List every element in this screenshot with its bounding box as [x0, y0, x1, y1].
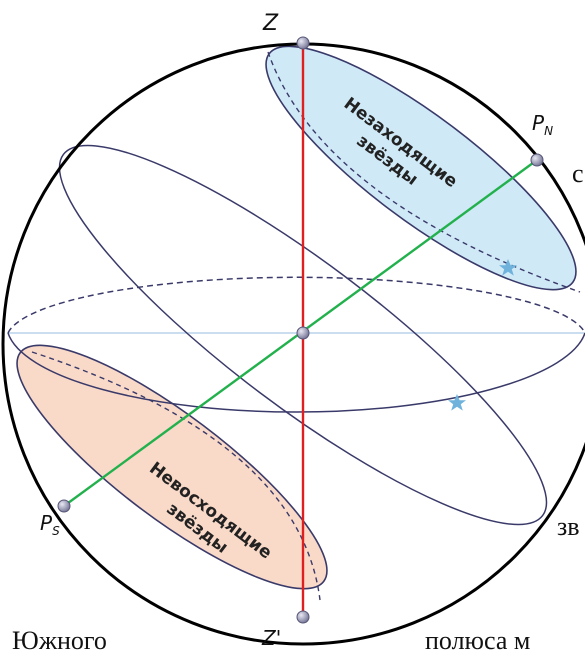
south-pole-label: PS: [40, 511, 60, 538]
nadir-point: [296, 610, 310, 624]
doc-text-bottom-left: Южного: [12, 626, 107, 652]
nadir-label: Z': [261, 626, 281, 650]
never-rising-zone: [16, 344, 328, 601]
north-pole-point: [530, 153, 544, 167]
star-icon: [448, 394, 466, 411]
doc-text-bottom-right: полюса м: [425, 626, 530, 652]
center-point: [296, 326, 310, 340]
doc-text-right-1: с: [572, 159, 584, 188]
north-pole-label: PN: [532, 111, 553, 138]
star-icon: [499, 259, 517, 276]
zenith-point: [296, 36, 310, 50]
celestial-equator: [58, 144, 548, 526]
horizon-ellipse: [7, 276, 585, 413]
south-pole-point: [57, 499, 71, 513]
doc-text-right-2: зв: [557, 512, 580, 541]
zenith-label: Z: [262, 11, 279, 36]
